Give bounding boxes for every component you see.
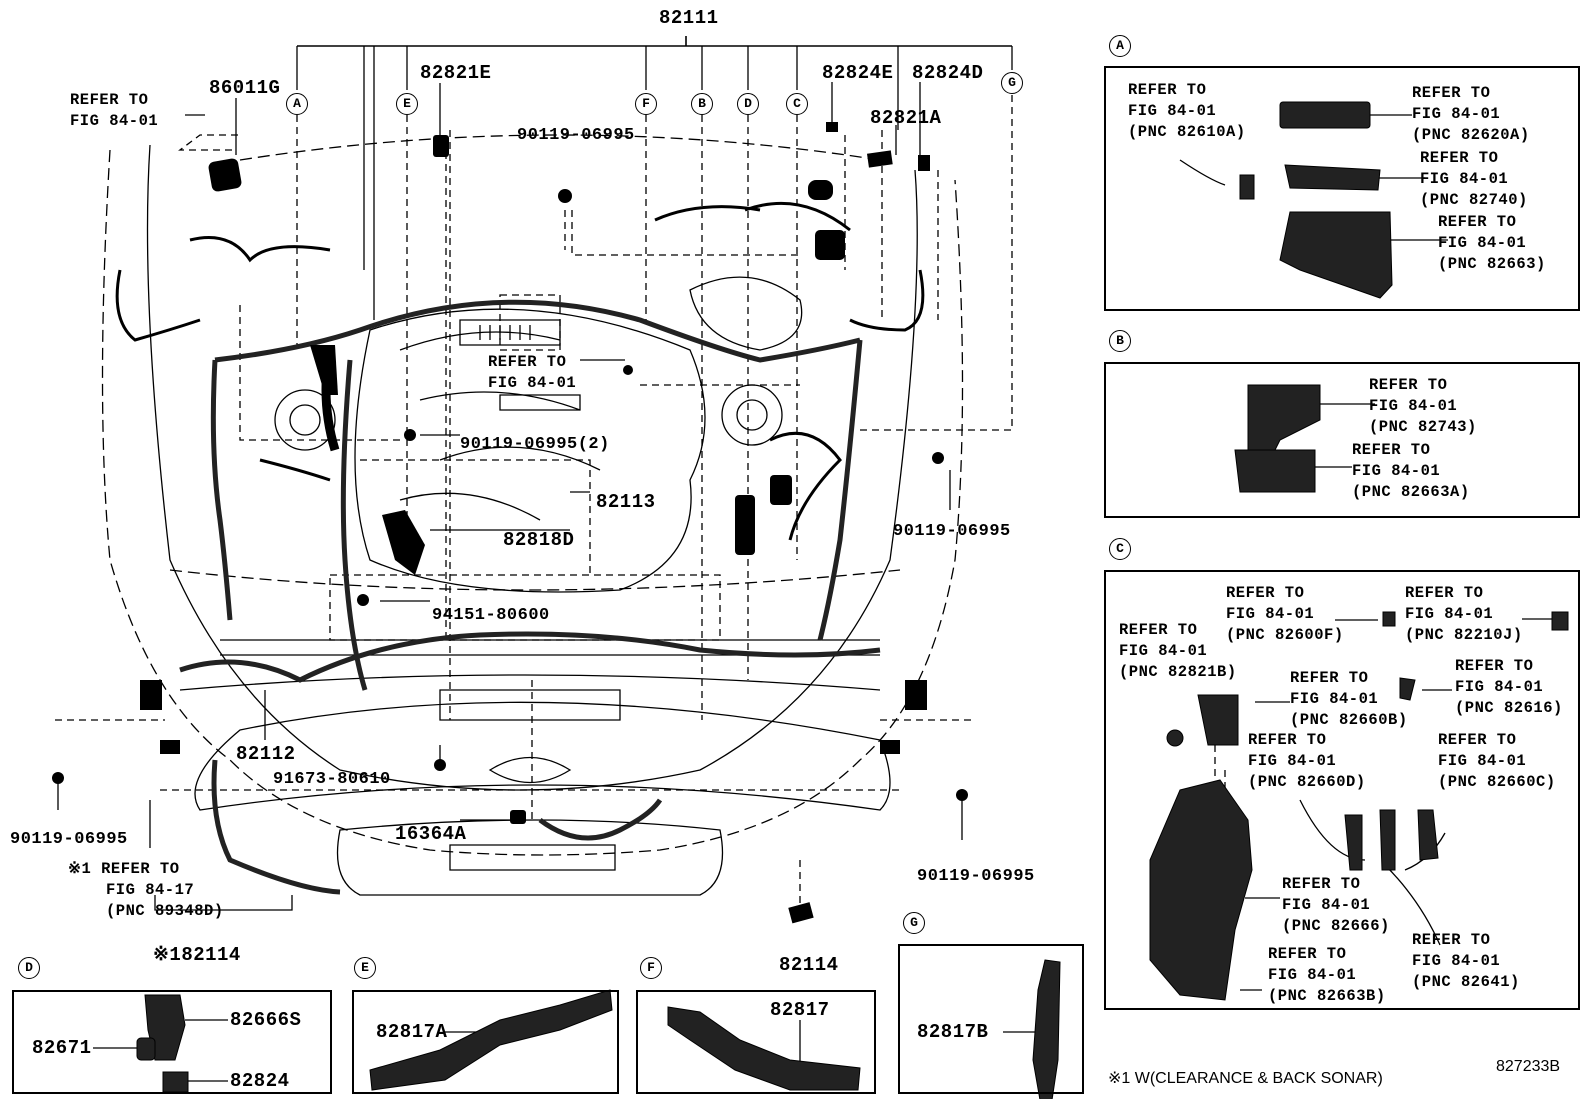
detail-panel-a <box>1104 66 1580 311</box>
panel-d-key: D <box>18 957 40 979</box>
panel-a-ref-82740: REFER TO FIG 84-01 (PNC 82740) <box>1420 149 1528 209</box>
detail-panel-f <box>636 990 876 1094</box>
panel-b-ref-82663A: REFER TO FIG 84-01 (PNC 82663A) <box>1352 441 1470 501</box>
detail-panel-b <box>1104 362 1580 518</box>
panel-c-ref-82660D: REFER TO FIG 84-01 (PNC 82660D) <box>1248 731 1366 791</box>
panel-c-ref-82663B: REFER TO FIG 84-01 (PNC 82663B) <box>1268 945 1386 1005</box>
part-82114-right-label: 82114 <box>779 954 839 976</box>
panel-c-ref-82660C: REFER TO FIG 84-01 (PNC 82660C) <box>1438 731 1556 791</box>
part-82114-left-label: ※182114 <box>153 944 241 966</box>
part-86011G-label: 86011G <box>209 77 281 99</box>
part-90119-right-low-label: 90119-06995 <box>917 867 1035 886</box>
callout-a: A <box>286 93 308 115</box>
panel-c-ref-82600F: REFER TO FIG 84-01 (PNC 82600F) <box>1226 584 1344 644</box>
panel-a-ref-82663: REFER TO FIG 84-01 (PNC 82663) <box>1438 213 1546 273</box>
callout-f: F <box>635 93 657 115</box>
callout-e: E <box>396 93 418 115</box>
part-16364A-label: 16364A <box>395 823 467 845</box>
panel-c-key: C <box>1109 538 1131 560</box>
refer-block-bottom-left: ※1 REFER TO FIG 84-17 (PNC 89348D) <box>68 860 224 920</box>
detail-panel-e <box>352 990 619 1094</box>
part-82821E-label: 82821E <box>420 62 492 84</box>
panel-g-key: G <box>903 912 925 934</box>
detail-panel-g <box>898 944 1084 1094</box>
panel-c-ref-82666: REFER TO FIG 84-01 (PNC 82666) <box>1282 875 1390 935</box>
detail-panel-c <box>1104 570 1580 1010</box>
diagram-id: 827233B <box>1496 1058 1561 1075</box>
panel-b-ref-82743: REFER TO FIG 84-01 (PNC 82743) <box>1369 376 1477 436</box>
panel-c-ref-82641: REFER TO FIG 84-01 (PNC 82641) <box>1412 931 1520 991</box>
panel-a-ref-82620A: REFER TO FIG 84-01 (PNC 82620A) <box>1412 84 1530 144</box>
part-82821A-label: 82821A <box>870 107 942 129</box>
footnote: ※1 W(CLEARANCE & BACK SONAR) <box>1108 1070 1383 1087</box>
part-82113-label: 82113 <box>596 491 656 513</box>
part-82824-label: 82824 <box>230 1070 290 1092</box>
panel-c-ref-82821B: REFER TO FIG 84-01 (PNC 82821B) <box>1119 621 1237 681</box>
part-82817-label: 82817 <box>770 999 830 1021</box>
panel-a-ref-82610A: REFER TO FIG 84-01 (PNC 82610A) <box>1128 81 1246 141</box>
part-90119-left-label: 90119-06995 <box>10 830 128 849</box>
panel-e-key: E <box>354 957 376 979</box>
note-mark: ※1 <box>153 944 182 966</box>
detail-panel-d <box>12 990 332 1094</box>
callout-d: D <box>737 93 759 115</box>
refer-block-center: REFER TO FIG 84-01 <box>488 353 577 392</box>
part-82112-label: 82112 <box>236 743 296 765</box>
part-82824E-label: 82824E <box>822 62 894 84</box>
part-94151-label: 94151-80600 <box>432 606 550 625</box>
callout-g: G <box>1001 72 1023 94</box>
panel-b-key: B <box>1109 330 1131 352</box>
part-82818D-label: 82818D <box>503 529 575 551</box>
part-82824D-label: 82824D <box>912 62 984 84</box>
callout-b: B <box>691 93 713 115</box>
part-82666S-label: 82666S <box>230 1009 302 1031</box>
part-90119-2-label: 90119-06995(2) <box>460 435 610 454</box>
refer-block-top-left: REFER TO FIG 84-01 <box>70 91 159 130</box>
note-mark: ※1 <box>68 860 92 878</box>
panel-f-key: F <box>640 957 662 979</box>
part-82817B-label: 82817B <box>917 1021 989 1043</box>
part-82817A-label: 82817A <box>376 1021 448 1043</box>
panel-c-ref-82616: REFER TO FIG 84-01 (PNC 82616) <box>1455 657 1563 717</box>
part-90119-top-label: 90119-06995 <box>517 126 635 145</box>
part-91673-label: 91673-80610 <box>273 770 391 789</box>
panel-c-ref-82660B: REFER TO FIG 84-01 (PNC 82660B) <box>1290 669 1408 729</box>
callout-c: C <box>786 93 808 115</box>
part-90119-right-label: 90119-06995 <box>893 522 1011 541</box>
panel-c-ref-82210J: REFER TO FIG 84-01 (PNC 82210J) <box>1405 584 1523 644</box>
panel-a-key: A <box>1109 35 1131 57</box>
part-82671-label: 82671 <box>32 1037 92 1059</box>
part-82111-label: 82111 <box>659 7 719 29</box>
